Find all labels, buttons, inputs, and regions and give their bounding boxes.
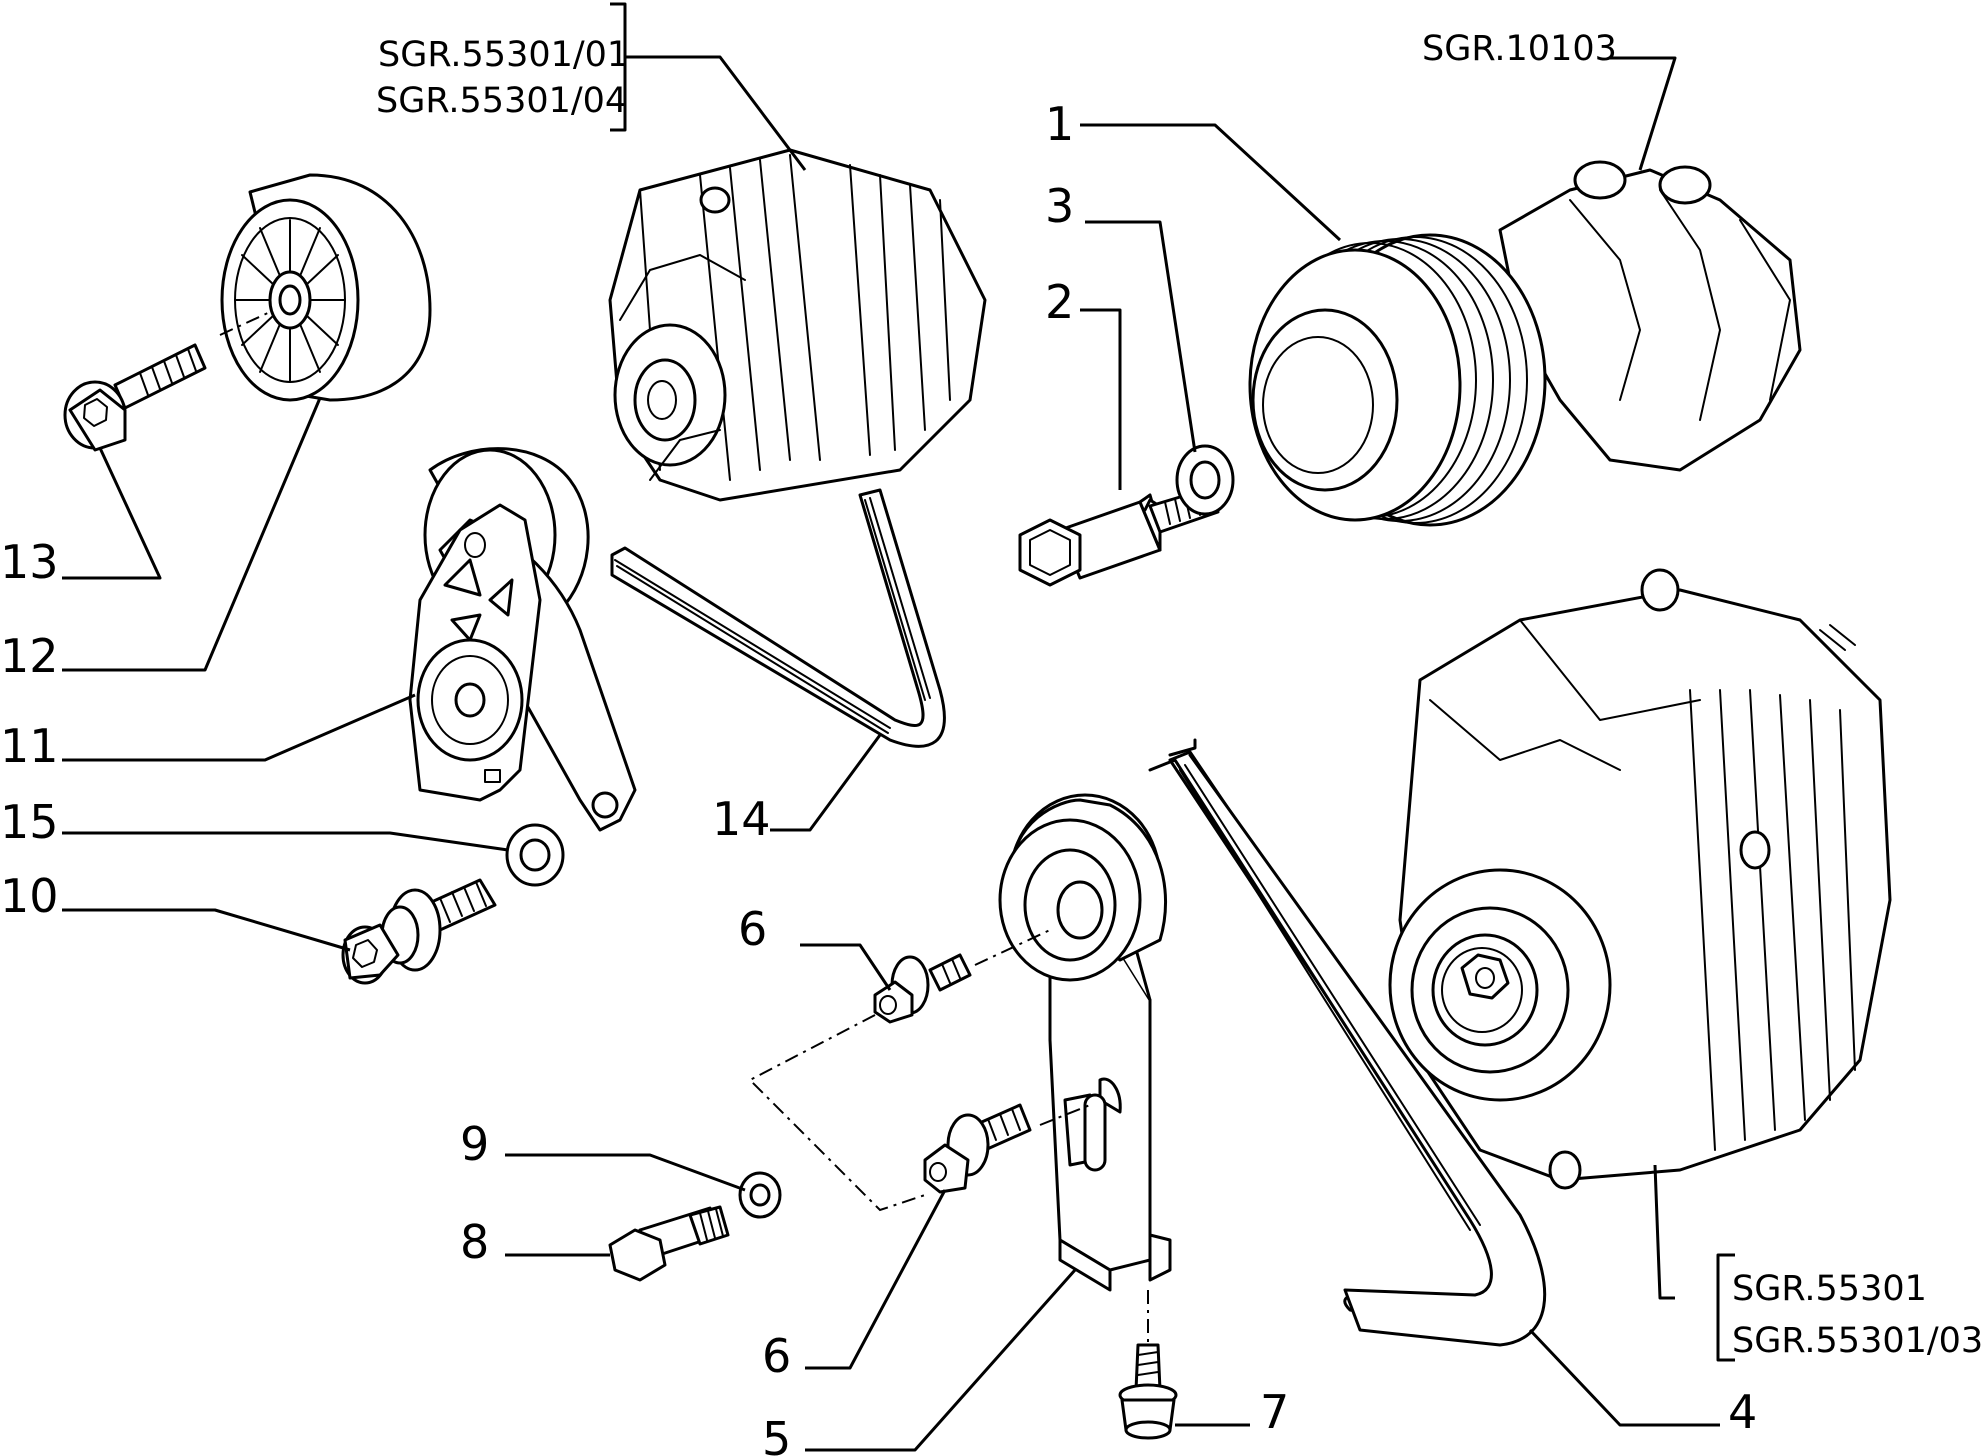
callout-14: 14	[712, 792, 771, 846]
idler-screw	[63, 311, 271, 452]
callout-6-upper: 6	[738, 902, 767, 956]
bracket-screw-upper	[873, 929, 1051, 1024]
washer-9	[738, 1171, 782, 1219]
washer-3	[1175, 444, 1235, 516]
poly-v-belt-long	[1148, 738, 1547, 1347]
washer-15	[505, 823, 565, 887]
bracket-bottom-bolt	[1118, 1290, 1178, 1440]
belt-tensioner	[408, 447, 637, 832]
alternator-top	[608, 148, 987, 502]
idler-pulley	[220, 173, 432, 402]
callout-3: 3	[1045, 179, 1074, 233]
leader-lines	[62, 55, 1720, 1452]
alternator-bottom	[1388, 568, 1892, 1190]
callout-11: 11	[0, 719, 59, 773]
bracket-bolt	[608, 1205, 730, 1282]
callout-1: 1	[1045, 97, 1074, 151]
crankshaft	[1498, 160, 1802, 472]
callout-6-lower: 6	[762, 1329, 791, 1383]
ref-alternator-bottom-1: SGR.55301	[1732, 1269, 1927, 1309]
ref-alternator-top-1: SGR.55301/01	[378, 35, 629, 75]
ref-crankshaft: SGR.10103	[1422, 29, 1617, 69]
ref-alternator-bottom-2: SGR.55301/03	[1732, 1321, 1982, 1361]
assembly-dash-line	[748, 1014, 926, 1212]
callout-13: 13	[0, 535, 59, 589]
ref-alternator-top-2: SGR.55301/04	[376, 81, 627, 121]
callout-5: 5	[762, 1412, 791, 1456]
ref-bracket-top	[610, 2, 627, 132]
callout-7: 7	[1260, 1385, 1289, 1439]
poly-v-belt-short	[610, 488, 946, 748]
callout-15: 15	[0, 795, 59, 849]
callout-4: 4	[1728, 1385, 1757, 1439]
callout-2: 2	[1045, 275, 1074, 329]
callout-10: 10	[0, 869, 59, 923]
idler-bracket-assembly	[998, 793, 1172, 1292]
crankshaft-pulley	[1248, 233, 1547, 527]
bracket-screw-lower	[923, 1103, 1091, 1194]
ref-bracket-bottom	[1716, 1253, 1735, 1362]
callout-9: 9	[460, 1117, 489, 1171]
callout-12: 12	[0, 629, 59, 683]
callout-8: 8	[460, 1215, 489, 1269]
tensioner-screw	[341, 878, 497, 985]
